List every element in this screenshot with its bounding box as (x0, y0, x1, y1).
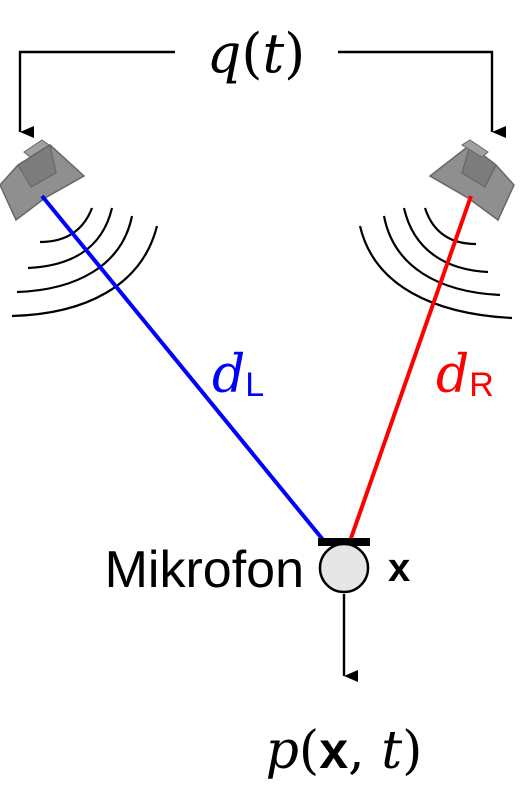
output-signal-label: p(x, t) (266, 721, 423, 781)
right-distance-base: d (436, 345, 469, 405)
microphone-label: Mikrofon (105, 541, 304, 599)
right-speaker-icon (428, 139, 515, 222)
left-sound-waves (11, 207, 159, 318)
output-signal-sep: , (348, 721, 381, 781)
output-signal-open: ( (299, 721, 319, 781)
output-signal-base: p (266, 721, 299, 781)
position-label: x (388, 546, 410, 590)
source-signal-base: q (207, 22, 242, 85)
left-distance-base: d (212, 345, 245, 405)
left-distance-label: dL (212, 345, 264, 405)
output-signal-var: t (381, 721, 402, 781)
left-distance-sub: L (245, 366, 264, 404)
source-signal-open: ( (241, 22, 262, 85)
right-feed-arrow (338, 50, 506, 138)
right-distance-sub: R (469, 366, 494, 404)
source-signal-close: ) (284, 22, 305, 85)
left-distance-line (40, 194, 326, 543)
source-signal-var: t (262, 22, 284, 85)
left-feed-arrow (18, 50, 175, 138)
output-signal-vec: x (319, 722, 348, 780)
right-sound-waves (358, 207, 513, 320)
microphone-icon (318, 538, 370, 594)
right-distance-label: dR (436, 345, 494, 405)
source-signal-label: q(t) (207, 22, 305, 85)
output-signal-close: ) (402, 721, 422, 781)
left-speaker-icon (0, 139, 86, 222)
right-distance-line (348, 195, 473, 542)
